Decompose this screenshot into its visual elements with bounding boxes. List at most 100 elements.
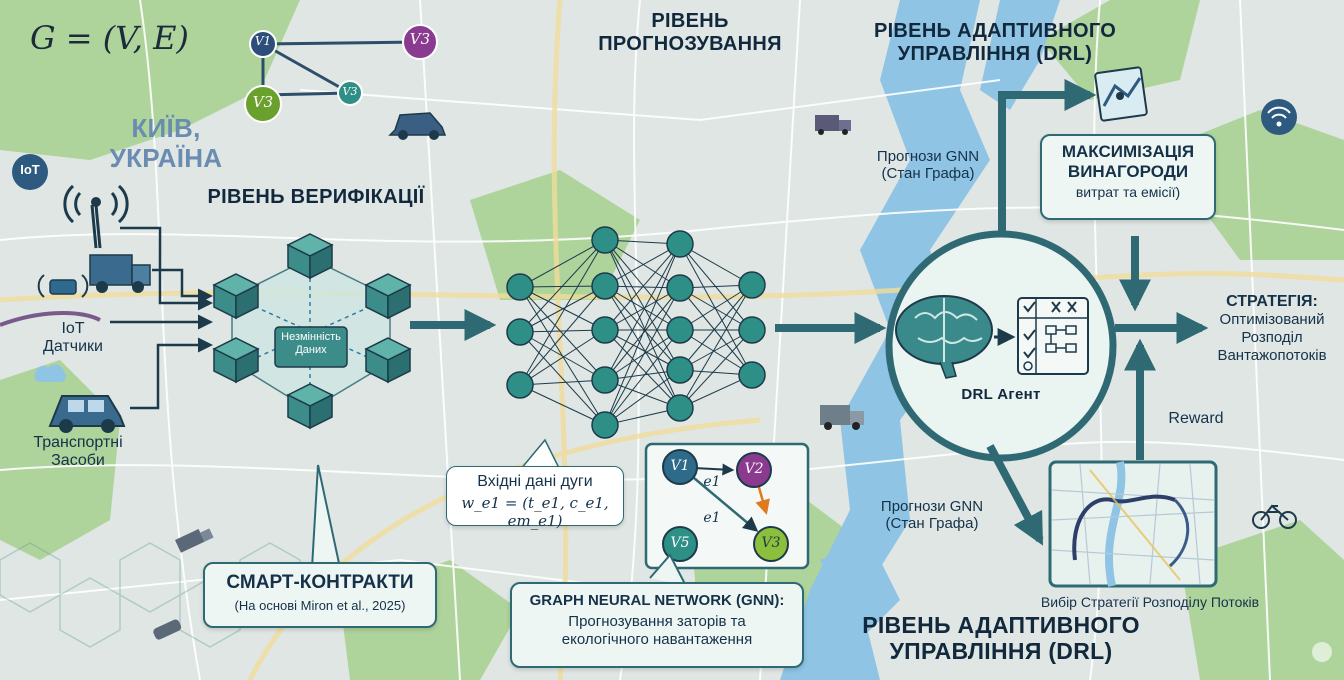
- antenna-sensor-icon: [63, 184, 129, 249]
- nn-neuron: [666, 356, 694, 384]
- purple-road: [0, 311, 101, 327]
- nn-connection: [679, 287, 753, 376]
- nn-connection: [604, 243, 681, 331]
- vehicles-label: Транспортні Засоби: [33, 434, 123, 470]
- nn-connection: [604, 287, 681, 331]
- nn-connection: [679, 243, 753, 286]
- nn-connection: [604, 239, 681, 331]
- immutability-box: [274, 326, 348, 368]
- nn-connection: [519, 285, 606, 386]
- nn-neuron: [666, 274, 694, 302]
- input-data-text: Вхідні дані дуги: [477, 473, 593, 490]
- nn-connection: [604, 285, 681, 371]
- nn-connection: [679, 284, 753, 371]
- max-reward-subtitle: витрат та емісії): [1075, 184, 1181, 201]
- nn-connection: [604, 287, 681, 426]
- max-reward-callout: МАКСИМІЗАЦІЯ ВИНАГОРОДИ витрат та емісії…: [1040, 134, 1216, 220]
- edge-label: e1: [703, 474, 721, 490]
- drl-agent-label: DRL Агент: [961, 386, 1041, 403]
- smart-contracts-pointer: [311, 464, 341, 569]
- brain-icon: [895, 295, 993, 379]
- graph-node-v3-teal: [337, 80, 363, 106]
- immutability-label: Незмінність Даних: [281, 331, 341, 356]
- gnn-subgraph-box: [644, 442, 810, 570]
- nn-connection: [679, 284, 753, 409]
- forecast-title: РІВЕНЬ ПРОГНОЗУВАННЯ: [598, 10, 782, 55]
- cube: [212, 337, 260, 384]
- truck-icon: [89, 254, 151, 293]
- gnn-forecast-label-bottom: Прогнози GNN (Стан Графа): [880, 498, 984, 533]
- nn-connection: [604, 239, 681, 409]
- strategy-subtitle: Оптимізований Розподіл Вантажопотоків: [1217, 311, 1327, 365]
- city-label: КИЇВ, УКРАЇНА: [96, 113, 236, 174]
- graph-title: G = (V, E): [30, 19, 189, 57]
- input-pointer: [519, 438, 561, 471]
- policy-grid-icon: [1017, 297, 1089, 375]
- nn-neuron: [591, 316, 619, 344]
- nn-connection: [519, 239, 606, 333]
- adaptive-title-bottom: РІВЕНЬ АДАПТИВНОГО УПРАВЛІННЯ (DRL): [862, 612, 1140, 665]
- smart-contracts-title: СМАРТ-КОНТРАКТИ: [226, 572, 414, 593]
- cube: [364, 273, 412, 320]
- nn-connection: [519, 285, 606, 333]
- nn-connection: [519, 329, 606, 333]
- subgraph-node-label: V3: [761, 535, 781, 551]
- drl-flow-arrows: [986, 79, 1209, 546]
- nn-neuron: [591, 272, 619, 300]
- graph-node-label: V3: [409, 30, 431, 48]
- truck-icon: [175, 528, 214, 553]
- nn-connection: [519, 384, 606, 426]
- smart-contracts-subtitle: (На основі Miron et al., 2025): [234, 598, 406, 613]
- city-name: КИЇВ,: [131, 113, 201, 143]
- strategy-title: СТРАТЕГІЯ:: [1226, 293, 1318, 310]
- iot-badge: [12, 154, 48, 190]
- nn-connection: [604, 329, 681, 381]
- nn-connection: [604, 239, 681, 289]
- nn-connection: [604, 329, 681, 371]
- nn-neuron: [666, 394, 694, 422]
- nn-connection: [604, 285, 681, 409]
- nn-connection: [604, 329, 681, 409]
- nn-connection: [519, 239, 606, 288]
- graph-node-label: V3: [342, 85, 358, 98]
- nn-connection: [519, 286, 606, 381]
- verification-title: РІВЕНЬ ВЕРИФІКАЦІЇ: [207, 186, 425, 208]
- nn-connection: [519, 239, 606, 386]
- strategy-map-thumbnail: [1048, 460, 1218, 588]
- nn-connection: [679, 329, 753, 376]
- nn-neuron: [591, 226, 619, 254]
- nn-connection: [519, 379, 606, 386]
- graph-node-v3-green: [244, 85, 282, 123]
- watermark-icon: [1312, 642, 1332, 662]
- road-sensor-icon: [37, 274, 89, 298]
- cube: [364, 337, 412, 384]
- car-icon: [153, 619, 182, 640]
- nn-connection: [679, 284, 753, 331]
- edge-label: e1: [703, 510, 721, 526]
- car-icon: [48, 395, 126, 433]
- data-block-cube: [212, 233, 412, 430]
- nn-connection: [604, 243, 681, 426]
- input-data-callout: Вхідні дані дуги w_e1 = (t_e1, c_e1, em_…: [446, 466, 624, 530]
- nn-connection: [679, 287, 753, 331]
- input-arrows: [110, 226, 213, 410]
- iot-badge-label: IoT: [20, 162, 40, 177]
- subgraph-node-label: V5: [670, 535, 690, 551]
- cloud-icon: [34, 364, 66, 382]
- gnn-forecast-label-top: Прогнози GNN (Стан Графа): [876, 148, 980, 183]
- graph-node-label: V1: [254, 34, 272, 48]
- iot-sensors-label: IoT Датчики: [43, 320, 103, 356]
- subgraph-node-label: V2: [744, 461, 764, 477]
- nn-neuron: [738, 316, 766, 344]
- nn-neuron: [666, 230, 694, 258]
- smart-contracts-callout: СМАРТ-КОНТРАКТИ (На основі Miron et al.,…: [203, 562, 437, 628]
- nn-neuron: [506, 273, 534, 301]
- input-data-formula: w_e1 = (t_e1, c_e1, em_e1): [461, 494, 609, 530]
- nn-connection: [519, 331, 606, 381]
- subgraph-node-label: V1: [670, 458, 690, 474]
- nn-neuron: [506, 318, 534, 346]
- cube: [286, 233, 334, 280]
- car-icon: [388, 112, 447, 140]
- gnn-title: GRAPH NEURAL NETWORK (GNN):: [529, 592, 785, 609]
